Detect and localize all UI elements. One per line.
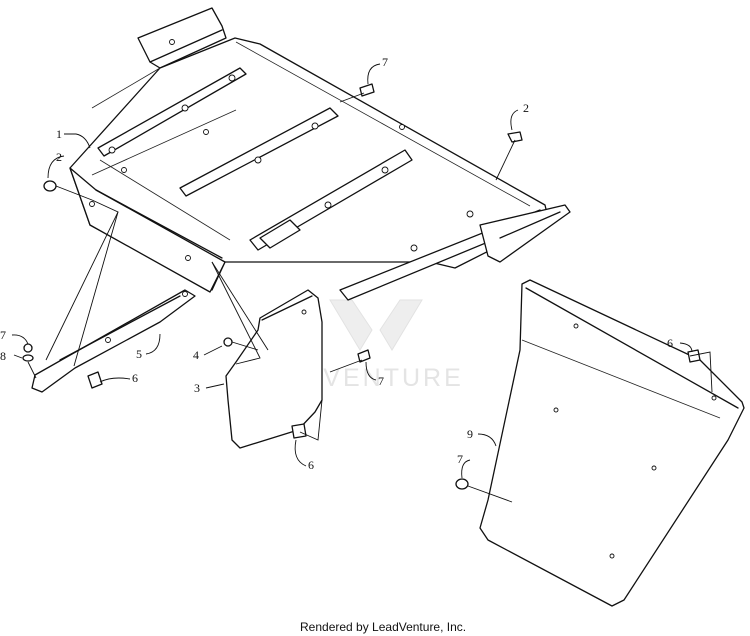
bolt-icon (359, 83, 375, 97)
callout-7-left-label: 7 (0, 328, 6, 342)
washer-head-bolt-icon (43, 180, 57, 192)
large-panel-part-9 (479, 279, 745, 607)
callout-2-left-label: 2 (56, 150, 62, 164)
callout-5-label: 5 (136, 347, 142, 361)
bolt-icon (455, 478, 469, 490)
callout-1-label: 1 (56, 127, 62, 141)
callout-9-label: 9 (467, 427, 473, 441)
callout-7-lower-label: 7 (457, 452, 463, 466)
callout-6-right-label: 6 (667, 336, 673, 350)
callout-3-label: 3 (194, 381, 200, 395)
callout-6-left-label: 6 (132, 371, 138, 385)
callout-4-label: 4 (193, 348, 199, 362)
render-credit: Rendered by LeadVenture, Inc. (300, 620, 466, 634)
fasteners (22, 83, 523, 503)
callout-6-center-label: 6 (308, 458, 314, 472)
callout-7-top-label: 7 (382, 55, 388, 69)
callout-labels: 1 2 2 3 4 5 6 6 6 7 7 7 7 (0, 55, 693, 479)
callout-8-label: 8 (0, 349, 6, 363)
callout-2-right-label: 2 (523, 101, 529, 115)
callout-7-center-label: 7 (378, 374, 384, 388)
nut-icon (223, 337, 233, 347)
frame-assembly (69, 7, 571, 301)
assembly-guide-lines (45, 199, 713, 441)
left-bracket-part-5 (31, 289, 196, 393)
bolt-icon (23, 343, 33, 353)
center-plate-part-3 (225, 289, 323, 449)
washer-icon (22, 354, 34, 362)
bolt-icon (357, 349, 371, 363)
washer-head-bolt-icon (507, 131, 523, 143)
